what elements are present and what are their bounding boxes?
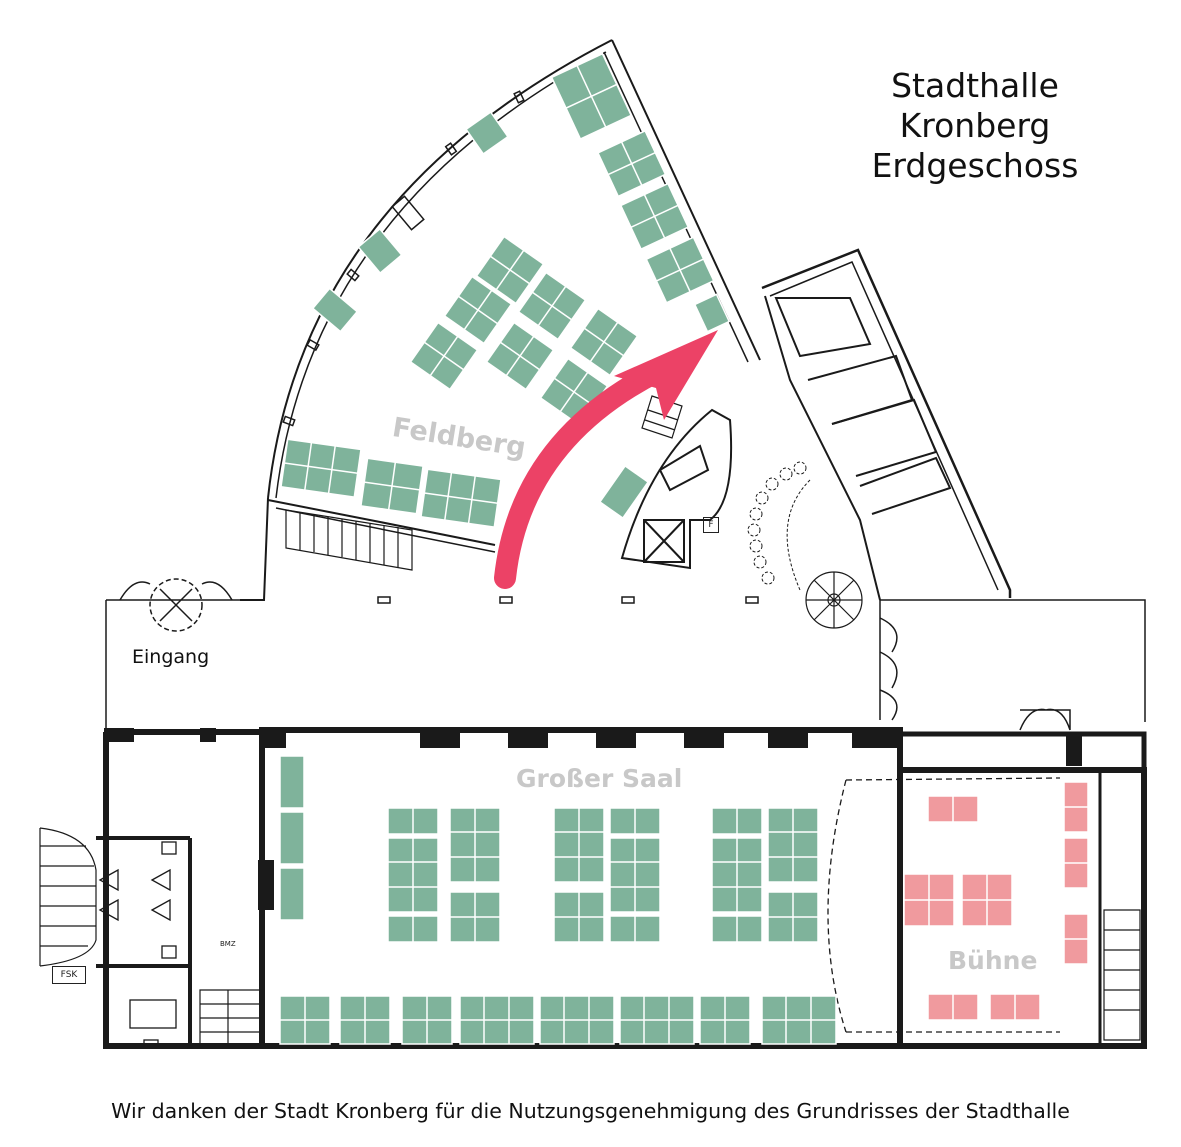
cloakroom-hooks: [747, 461, 811, 591]
feldberg-outer-wall: [267, 39, 613, 499]
service-room-a: [774, 297, 872, 358]
title-line-3: Erdgeschoss: [871, 146, 1079, 185]
west-block-wall: [103, 729, 262, 1049]
west-block-inner-wall: [96, 836, 192, 1046]
credit-caption: Wir danken der Stadt Kronberg für die Nu…: [111, 1099, 1070, 1123]
stair-buehne: [1103, 909, 1141, 1041]
feldberg-radial-wall: [611, 39, 761, 361]
service-room-b: [807, 354, 914, 425]
feldberg-tables: [280, 52, 731, 528]
service-wing-left: [764, 295, 881, 601]
label-eingang: Eingang: [132, 646, 210, 668]
room-label-grosser-saal: Großer Saal: [516, 764, 683, 793]
arrow-shaft: [494, 359, 671, 589]
west-sanitary: [98, 841, 177, 1047]
entrance-door-leaf-right: [201, 581, 233, 601]
route-arrow: [494, 330, 718, 589]
stage-curtain-line: [845, 777, 1061, 1033]
stair-feldberg: [285, 509, 413, 571]
stair-west: [199, 989, 261, 1045]
foyer-doors-right: [879, 617, 1071, 731]
feldberg-lower-wall-inner: [275, 507, 496, 553]
buehne-tables: [903, 781, 1089, 1021]
feldberg-windows: [282, 90, 525, 427]
foyer-wall-top: [106, 599, 1146, 722]
label-bmz: BMZ: [220, 940, 236, 948]
hall-piers: [104, 728, 1082, 910]
arrow-head: [614, 330, 718, 420]
service-wing-inner: [769, 261, 999, 591]
service-wing-outer: [761, 248, 1012, 598]
elevator-core: [620, 408, 733, 570]
staircases: [39, 395, 1141, 1045]
walls: [96, 39, 1147, 1049]
entrance-door-cross: [159, 588, 193, 622]
stage-curtain-arc: [827, 779, 847, 1033]
entrance-door-leaf-left: [119, 581, 151, 601]
saal-tables: [279, 755, 837, 1045]
service-room-c: [831, 398, 938, 477]
title-line-2: Kronberg: [899, 106, 1051, 145]
stair-entrance-left: [39, 827, 97, 967]
label-fsk: FSK: [52, 966, 86, 984]
feldberg-left-wall: [240, 497, 269, 601]
plan-title: Stadthalle Kronberg Erdgeschoss: [860, 66, 1090, 186]
entrance-revolving-door: [149, 578, 203, 632]
service-room-d: [859, 456, 952, 515]
buehne-wall: [897, 767, 1147, 1049]
buehne-top-wall: [900, 731, 1147, 770]
foyer-windows: [377, 596, 759, 604]
title-line-1: Stadthalle: [891, 66, 1059, 105]
room-label-buehne: Bühne: [948, 946, 1038, 975]
feldberg-lower-wall: [267, 499, 496, 546]
label-f: F: [703, 517, 719, 533]
